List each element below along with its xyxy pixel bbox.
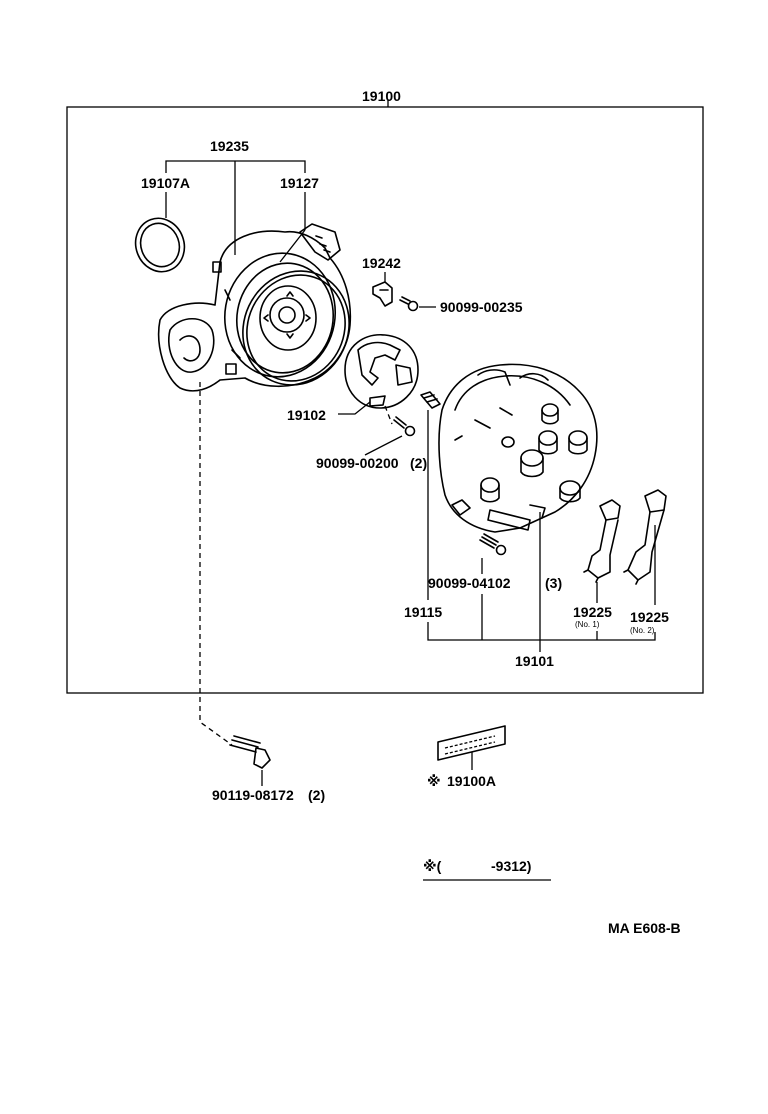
screw-00235[interactable] (399, 296, 419, 312)
cord-boot-no2[interactable] (623, 489, 667, 585)
footnote-range: -9312) (491, 858, 531, 874)
label-90119-08172[interactable]: 90119-08172 (212, 787, 294, 803)
o-ring-part[interactable] (128, 211, 192, 278)
screw-00200[interactable] (393, 416, 416, 437)
screw-04102[interactable] (479, 533, 507, 556)
label-19101[interactable]: 19101 (515, 653, 554, 669)
pin-19115[interactable] (420, 391, 441, 409)
housing-seal-ring[interactable] (224, 253, 367, 402)
distributor-cap[interactable] (438, 363, 598, 533)
label-19225-no1-note[interactable]: (No. 1) (575, 620, 600, 629)
distributor-housing[interactable] (157, 223, 352, 392)
label-90099-00200[interactable]: 90099-00200 (316, 455, 399, 471)
coil-bracket-part[interactable] (372, 281, 393, 307)
label-19235[interactable]: 19235 (210, 138, 249, 154)
label-90099-00200-qty[interactable]: (2) (410, 455, 427, 471)
drawing-code: MA E608-B (608, 920, 681, 936)
label-19225-no2-note[interactable]: (No. 2) (630, 626, 655, 635)
label-plate-part[interactable] (437, 725, 506, 761)
label-19100[interactable]: 19100 (362, 88, 401, 104)
label-19127[interactable]: 19127 (280, 175, 319, 191)
label-90119-08172-qty[interactable]: (2) (308, 787, 325, 803)
label-19225-no1[interactable]: 19225 (573, 604, 612, 620)
cord-boot-no1[interactable] (583, 499, 621, 583)
rotor-part[interactable] (344, 334, 419, 409)
footnote-mark: ※( (423, 858, 442, 874)
label-90099-00235[interactable]: 90099-00235 (440, 299, 523, 315)
mount-bolt[interactable] (229, 735, 271, 769)
assembly-boundary (66, 106, 704, 694)
label-19102[interactable]: 19102 (287, 407, 326, 423)
label-19100A-mark[interactable]: ※ (427, 773, 441, 789)
label-90099-04102[interactable]: 90099-04102 (428, 575, 511, 591)
label-19100A[interactable]: 19100A (447, 773, 496, 789)
label-19115[interactable]: 19115 (404, 604, 442, 620)
label-90099-04102-qty[interactable]: (3) (545, 575, 562, 591)
label-19242[interactable]: 19242 (362, 255, 401, 271)
label-19107A[interactable]: 19107A (141, 175, 190, 191)
label-19225-no2[interactable]: 19225 (630, 609, 669, 625)
